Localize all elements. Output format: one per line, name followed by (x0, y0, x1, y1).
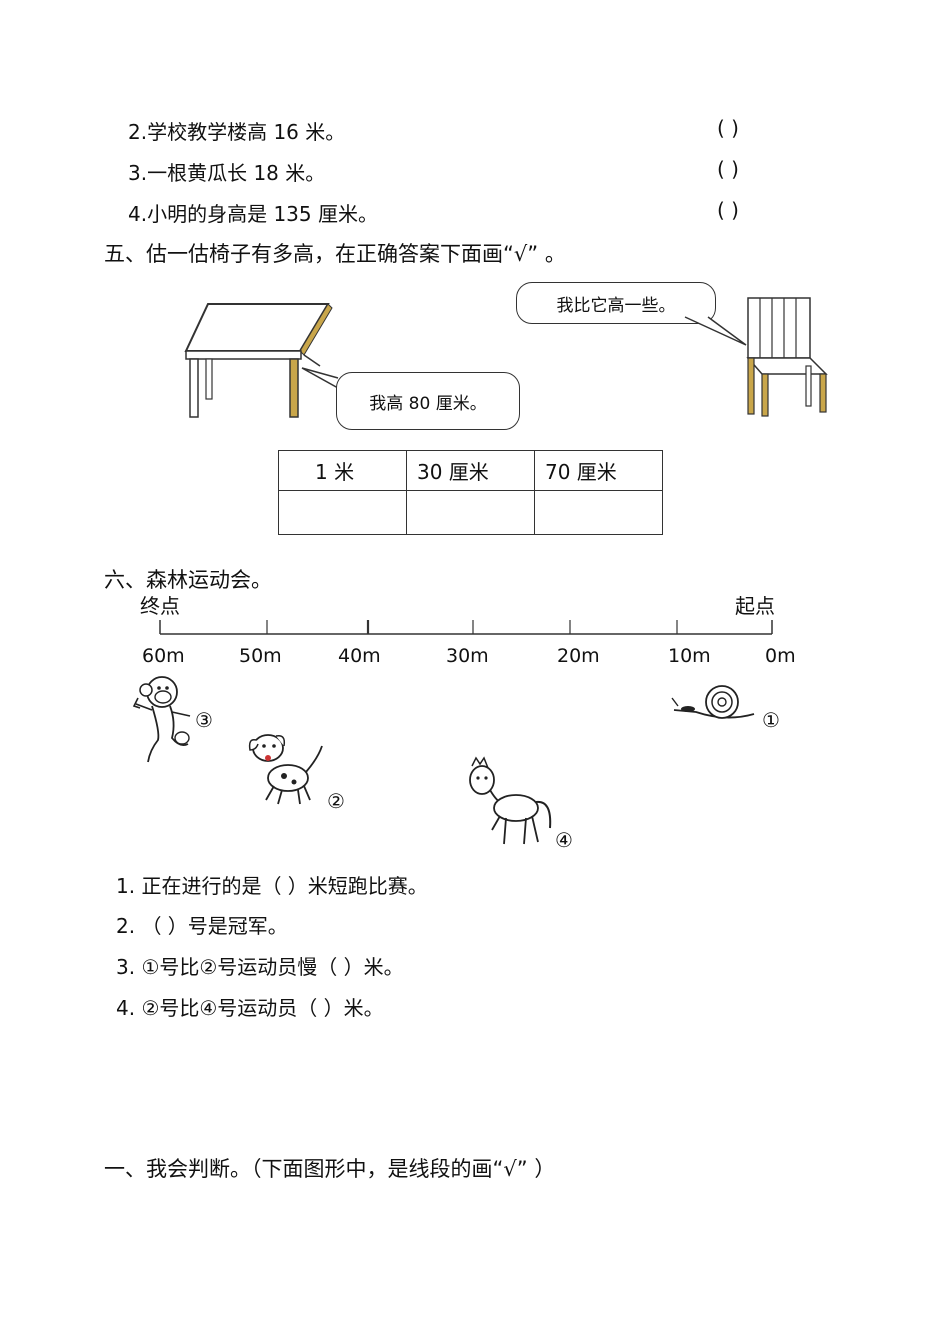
race-question-4[interactable]: 4. ②号比④号运动员（ ）米。 (116, 996, 384, 1020)
tick-30m: 30m (446, 645, 489, 667)
start-label: 起点 (735, 594, 775, 618)
judge-item-2: 2.学校教学楼高 16 米。 (128, 120, 346, 144)
next-section-heading: 一、我会判断。（下面图形中，是线段的画“√” ） (104, 1157, 556, 1181)
judge-item-4: 4.小明的身高是 135 厘米。 (128, 202, 378, 226)
race-track-line (159, 620, 773, 635)
table-speech-text: 我高 80 厘米。 (369, 393, 487, 414)
tick-0m: 0m (765, 645, 796, 667)
section-6-heading: 六、森林运动会。 (104, 568, 272, 592)
bubble-tail-table (301, 367, 339, 389)
option-1m: 1 米 (278, 450, 407, 491)
race-question-3[interactable]: 3. ①号比②号运动员慢（ ）米。 (116, 955, 404, 979)
dog-number: ② (327, 789, 345, 813)
horse-number: ④ (555, 828, 573, 852)
option-30cm: 30 厘米 (406, 450, 535, 491)
answer-paren-2[interactable]: ( ) (717, 116, 739, 140)
dog-icon (248, 734, 323, 805)
chair-illustration (746, 297, 828, 417)
answer-cell-30cm[interactable] (406, 490, 535, 535)
chair-speech-bubble: 我比它高一些。 (516, 282, 716, 324)
horse-icon (469, 756, 552, 845)
monkey-icon (132, 676, 191, 763)
tick-10m: 10m (668, 645, 711, 667)
finish-label: 终点 (140, 594, 180, 618)
answer-paren-3[interactable]: ( ) (717, 157, 739, 181)
tick-60m: 60m (142, 645, 185, 667)
chair-speech-text: 我比它高一些。 (556, 295, 676, 316)
tick-20m: 20m (557, 645, 600, 667)
section-5-heading: 五、估一估椅子有多高，在正确答案下面画“√” 。 (104, 242, 566, 266)
snail-number: ① (762, 708, 780, 732)
option-70cm: 70 厘米 (534, 450, 663, 491)
answer-cell-70cm[interactable] (534, 490, 663, 535)
race-question-2[interactable]: 2. （ ）号是冠军。 (116, 914, 288, 938)
answer-paren-4[interactable]: ( ) (717, 198, 739, 222)
bubble-tail-chair (684, 316, 747, 346)
monkey-number: ③ (195, 708, 213, 732)
options-table: 1 米 30 厘米 70 厘米 (278, 450, 663, 535)
judge-item-3: 3.一根黄瓜长 18 米。 (128, 161, 326, 185)
snail-icon (671, 685, 755, 719)
tick-50m: 50m (239, 645, 282, 667)
table-speech-bubble: 我高 80 厘米。 (336, 372, 520, 430)
race-question-1[interactable]: 1. 正在进行的是（ ）米短跑比赛。 (116, 874, 428, 898)
answer-cell-1m[interactable] (278, 490, 407, 535)
tick-40m: 40m (338, 645, 381, 667)
table-illustration (184, 303, 333, 418)
